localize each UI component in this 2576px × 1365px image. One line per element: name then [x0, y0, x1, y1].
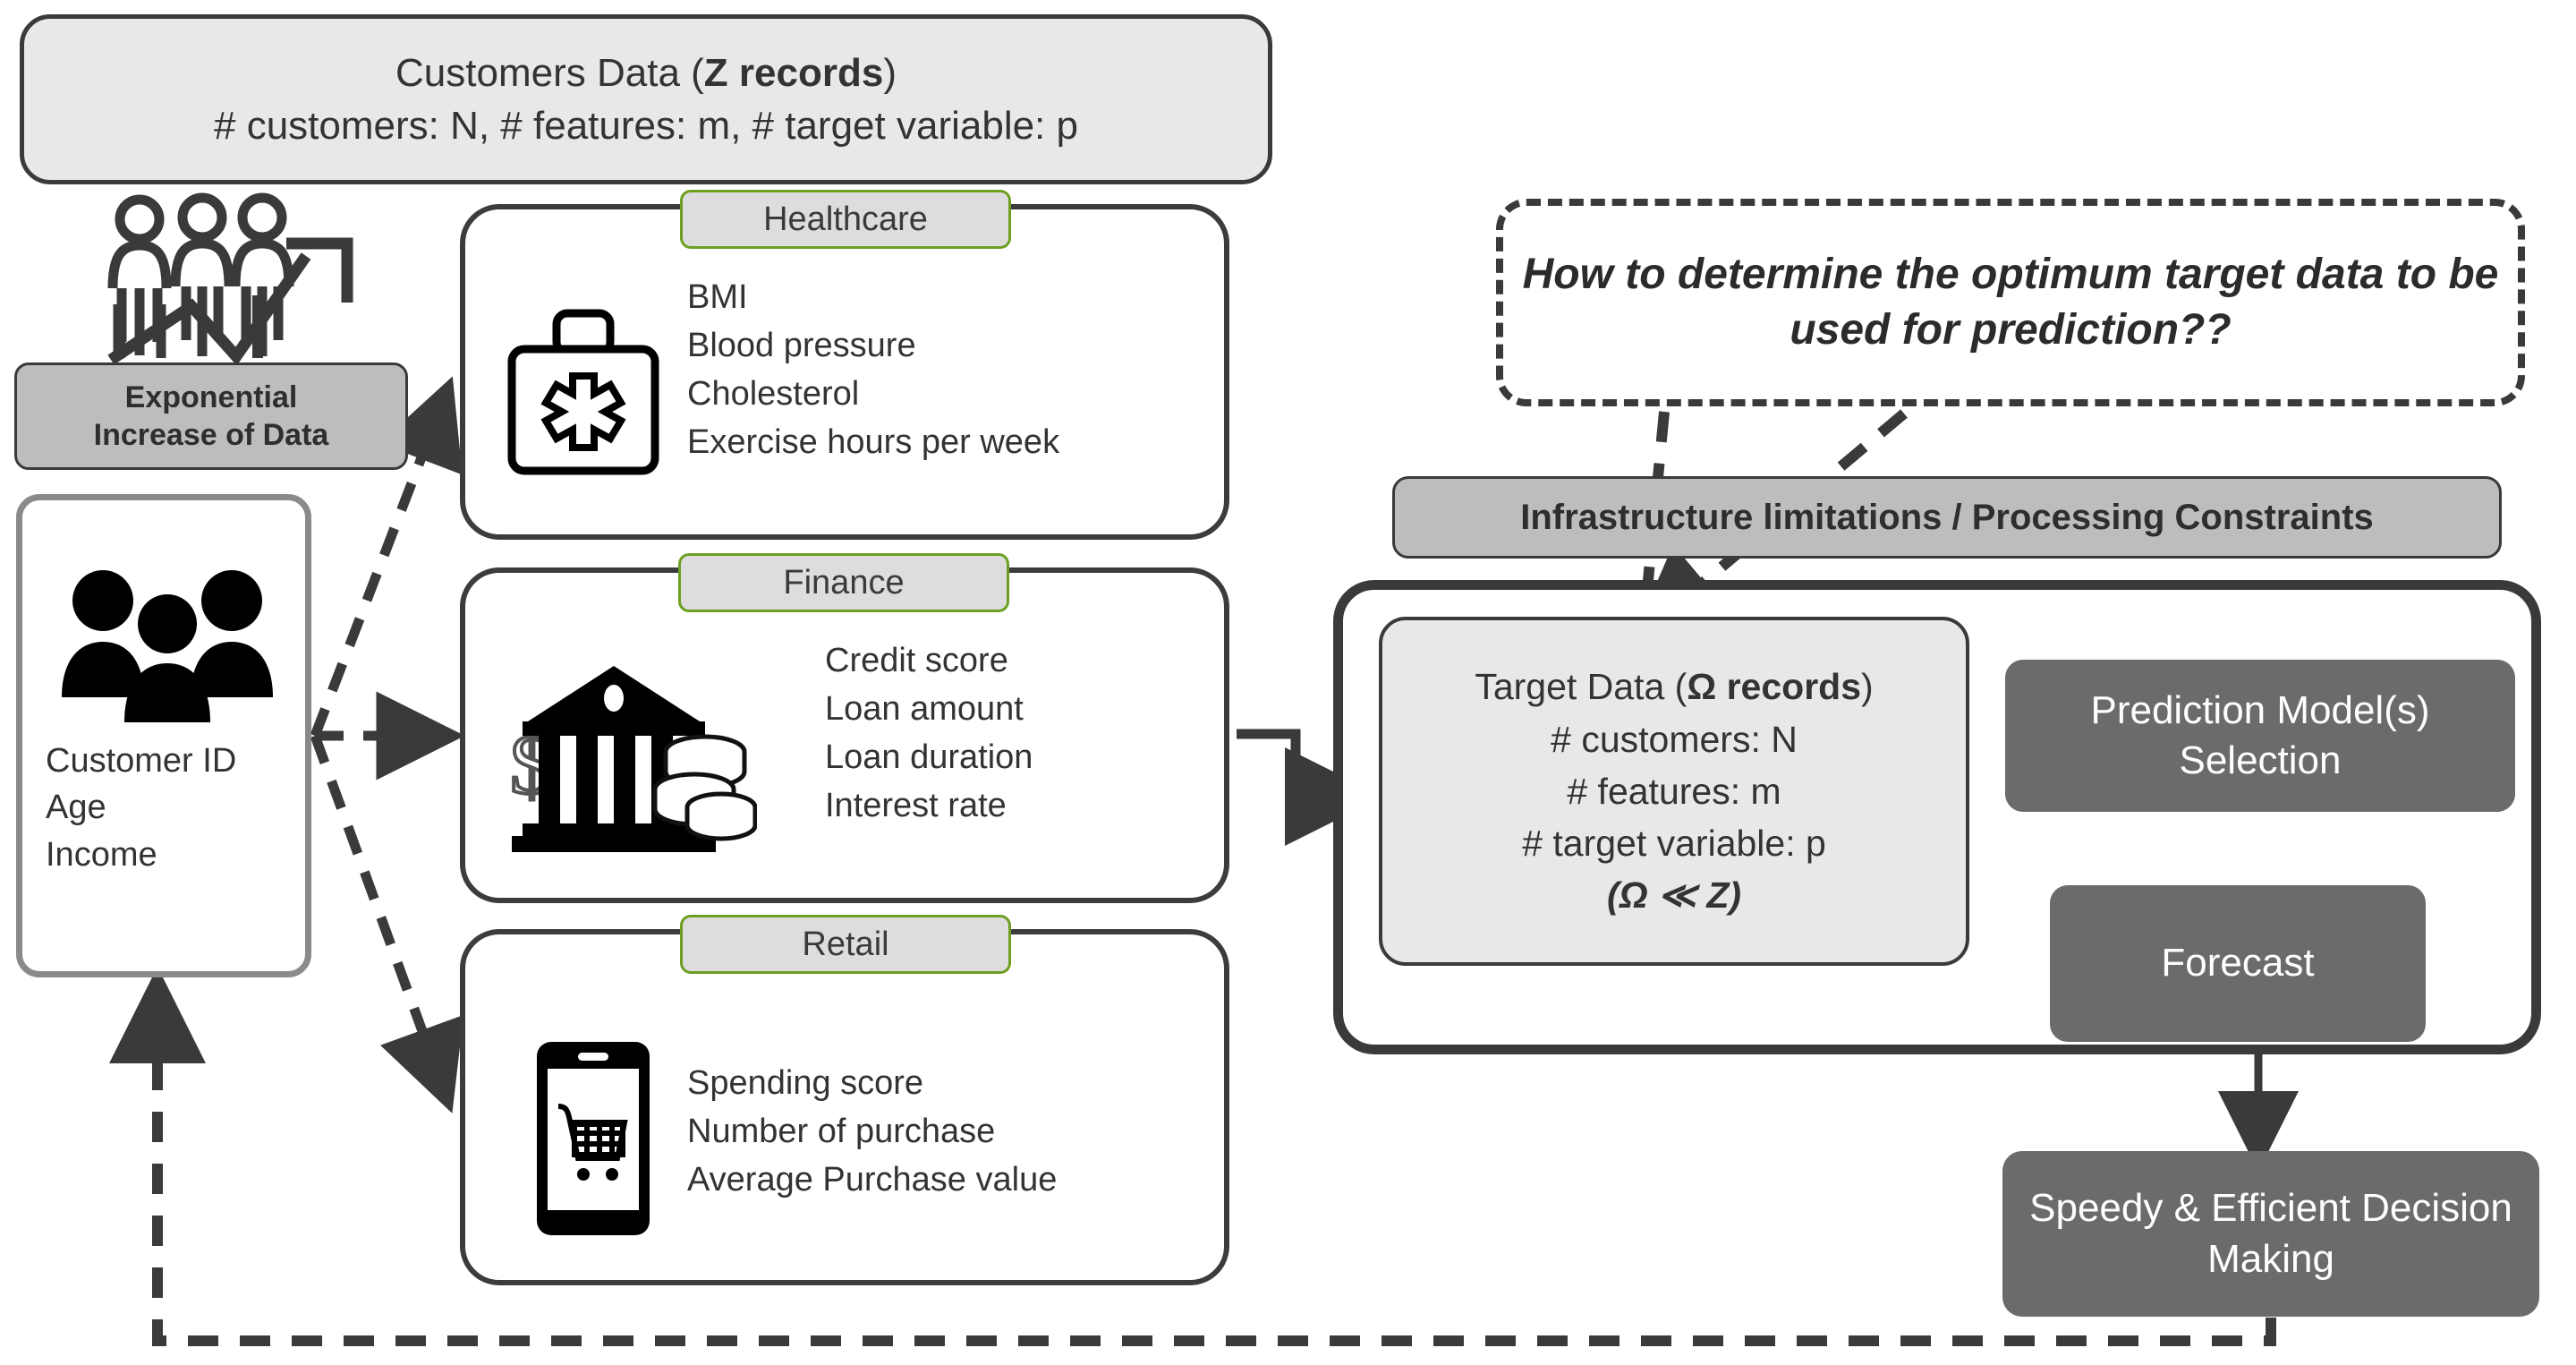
dashed-fanout-arrows [310, 376, 465, 1113]
sector-item: Loan amount [825, 689, 1024, 728]
customer-attributes-card: Customer ID Age Income [16, 494, 311, 977]
forecast-label: Forecast [2161, 941, 2315, 985]
sector-item: Blood pressure [687, 326, 916, 364]
forecast-box: Forecast [2050, 885, 2426, 1042]
sector-items-retail: Spending score Number of purchase Averag… [687, 1060, 1057, 1205]
decision-making-box: Speedy & Efficient Decision Making [2002, 1151, 2539, 1317]
sector-item: Cholesterol [687, 374, 860, 413]
smartphone-shopping-cart-icon [535, 1040, 651, 1237]
sector-card-finance: Finance $ [460, 553, 1229, 903]
bank-coins-dollar-icon: $ [506, 659, 758, 856]
prediction-model-selection-box: Prediction Model(s) Selection [2005, 660, 2515, 812]
target-data-line: # features: m [1567, 770, 1781, 812]
sector-item: Exercise hours per week [687, 422, 1060, 461]
sector-label-finance: Finance [678, 553, 1009, 612]
customers-data-title: Customers Data (Z records) [395, 50, 897, 95]
customer-field: Age [46, 789, 106, 827]
sector-card-healthcare: Healthcare BMI Blood pressure Cholestero… [460, 190, 1229, 540]
exponential-increase-badge: Exponential Increase of Data [14, 363, 408, 470]
customers-data-header: Customers Data (Z records) # customers: … [20, 14, 1272, 184]
customer-field: Income [46, 835, 157, 874]
sector-item: Loan duration [825, 738, 1033, 776]
sector-item: Spending score [687, 1064, 924, 1102]
exp-badge-line1: Exponential [124, 380, 298, 414]
people-group-icon [56, 563, 280, 724]
infrastructure-constraints-bar: Infrastructure limitations / Processing … [1392, 476, 2502, 559]
customer-attribute-list: Customer ID Age Income [46, 738, 314, 878]
exp-badge-line2: Increase of Data [93, 418, 329, 452]
target-data-line: # customers: N [1551, 718, 1798, 760]
sector-items-finance: Credit score Loan amount Loan duration I… [825, 637, 1033, 831]
target-data-relation: (Ω ≪ Z) [1606, 874, 1742, 917]
sector-item: BMI [687, 278, 748, 316]
sector-item: Interest rate [825, 786, 1007, 824]
sector-item: Average Purchase value [687, 1160, 1058, 1199]
target-data-box: Target Data (Ω records) # customers: N #… [1379, 617, 1969, 966]
infrastructure-bar-label: Infrastructure limitations / Processing … [1520, 497, 2374, 537]
prediction-model-label: Prediction Model(s) Selection [2090, 687, 2430, 782]
target-data-line: # target variable: p [1522, 823, 1826, 865]
sector-label-healthcare: Healthcare [680, 190, 1011, 249]
prediction-pipeline-container: Target Data (Ω records) # customers: N #… [1333, 580, 2541, 1054]
sector-items-healthcare: BMI Blood pressure Cholesterol Exercise … [687, 274, 1059, 467]
customers-data-subtitle: # customers: N, # features: m, # target … [214, 104, 1078, 148]
sector-item: Credit score [825, 642, 1008, 679]
people-growth-arrow-icon [86, 190, 381, 414]
sector-card-retail: Retail Spending score Number of purchase… [460, 915, 1229, 1285]
target-data-title: Target Data (Ω records) [1475, 666, 1874, 708]
question-callout: How to determine the optimum target data… [1496, 199, 2525, 406]
sector-item: Number of purchase [687, 1112, 996, 1150]
sector-label-retail: Retail [680, 915, 1011, 974]
decision-making-label: Speedy & Efficient Decision Making [2029, 1186, 2512, 1281]
customer-field: Customer ID [46, 742, 237, 780]
question-text: How to determine the optimum target data… [1522, 250, 2499, 354]
medical-briefcase-icon [503, 308, 664, 478]
